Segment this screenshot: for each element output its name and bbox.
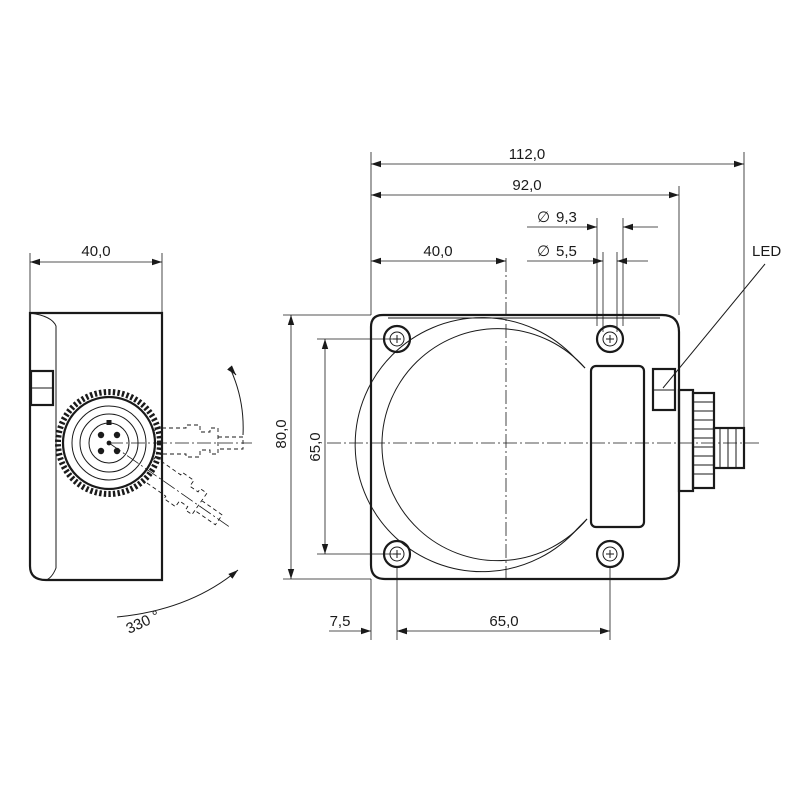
dim-hole-pitch-vertical: 65,0 — [307, 432, 324, 461]
dim-hole-outer-dia: 9,3 — [556, 209, 577, 226]
label-led: LED — [752, 243, 781, 260]
rotation-angle-label: 330 ° — [124, 607, 163, 637]
dim-hole-outer-symbol: ∅ — [537, 209, 550, 226]
side-view-front-face — [29, 312, 57, 581]
side-view-body — [28, 311, 164, 582]
dim-hole-pitch-horizontal: 65,0 — [489, 613, 518, 630]
mounting-hole-bottom-right — [595, 539, 625, 569]
dim-hole-inner-symbol: ∅ — [537, 243, 550, 260]
dim-height-total: 80,0 — [273, 419, 290, 448]
dim-front-body-width: 92,0 — [512, 177, 541, 194]
sensing-face-outer — [354, 317, 579, 573]
dim-front-to-axis: 40,0 — [423, 243, 452, 260]
side-view-cable-horizontal — [154, 424, 244, 458]
sensing-face-inner — [381, 328, 588, 562]
dim-hole-inner-dia: 5,5 — [556, 243, 577, 260]
connector-pins — [97, 420, 121, 455]
side-view: 330 ° 40,0 — [28, 243, 252, 638]
mounting-hole-top-right — [595, 324, 625, 354]
front-view-connector — [677, 388, 746, 493]
front-view: 112,0 92,0 ∅ 9,3 ∅ 5,5 40,0 LED 80,0 65,… — [273, 146, 781, 640]
dim-hole-offset: 7,5 — [330, 613, 351, 630]
led-leader-line — [662, 263, 766, 389]
front-view-window — [589, 364, 646, 529]
dim-side-depth: 40,0 — [81, 243, 110, 260]
dim-front-total-width: 112,0 — [509, 146, 545, 163]
front-view-body — [369, 313, 681, 581]
rotation-arc — [229, 367, 244, 436]
